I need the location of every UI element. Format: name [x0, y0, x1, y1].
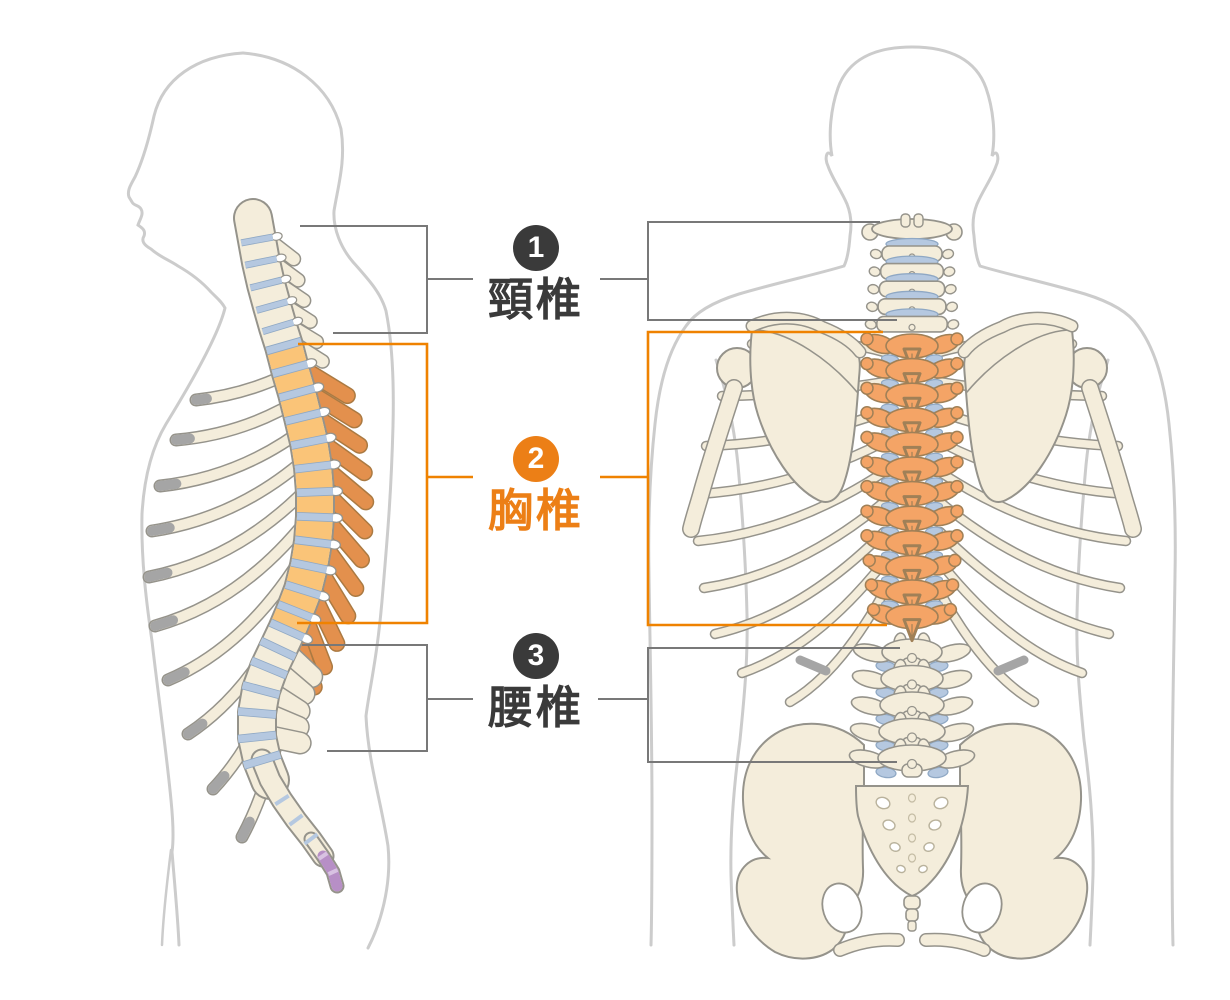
right-head-outline-right: [910, 45, 1177, 947]
right-torso-side-left: [714, 358, 749, 947]
right-sacrum-coccyx: [854, 785, 970, 932]
left-body-outline: [126, 51, 395, 950]
left-figure-side-view: [126, 51, 395, 950]
callout-cervical-right-bracket: [647, 221, 897, 321]
left-spine-column: [233, 198, 345, 894]
callout-lumbar-right-bracket: [647, 647, 900, 763]
callout-thoracic-left-bracket: [297, 342, 429, 625]
left-spine-discs: [237, 233, 339, 876]
right-head-outline-left: [647, 45, 914, 947]
right-figure-back-view: [647, 45, 1177, 960]
left-body-front-outline: [126, 51, 245, 947]
right-lumbar-spine: [848, 632, 976, 779]
right-pelvis: [735, 722, 1089, 960]
left-leg-crease-line: [160, 848, 173, 947]
callout-thoracic-right-bracket: [646, 330, 887, 627]
left-body-back-outline: [241, 51, 395, 950]
right-torso-side-right: [1075, 358, 1110, 947]
right-body-outline: [647, 45, 1177, 947]
callout-cervical-left-bracket: [300, 225, 428, 334]
right-thoracic-spine-highlighted: [860, 332, 964, 643]
right-shoulder-girdle: [682, 311, 1142, 538]
callout-lines: [297, 221, 900, 763]
right-cervical-spine: [861, 213, 963, 333]
